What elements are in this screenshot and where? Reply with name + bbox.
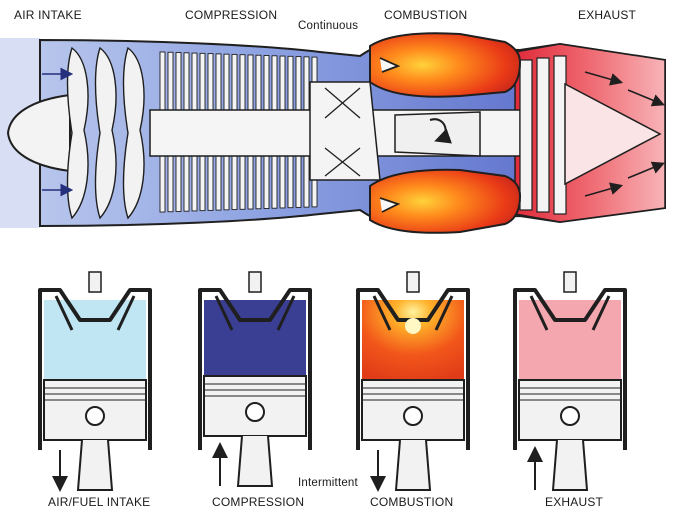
piston-label-compression: COMPRESSION [212,495,305,509]
intake-arrows [42,67,74,197]
exhaust-arrows [584,71,665,197]
cylinder-wall [356,330,470,450]
piston-cylinder-combustion [356,271,470,492]
fan-blades [66,46,145,220]
jet-label-combustion: COMBUSTION [384,8,468,22]
piston-label-combustion: COMBUSTION [370,495,454,509]
combustion-chamber-top [369,32,522,98]
jet-label-continuous: Continuous [298,20,359,32]
cylinder-wall [513,330,627,450]
wrist-pin [403,406,423,426]
connecting-rod [394,439,432,491]
piston-cylinder-exhaust [513,271,627,491]
spark-plug-icon [248,271,262,293]
cylinder-head [513,288,627,330]
piston-cylinder-intake [38,271,152,492]
cylinder-gas [362,300,464,380]
cylinder-valve [214,295,296,331]
cylinder-wall [198,330,312,450]
jet-label-compression: COMPRESSION [185,8,278,22]
cylinder-valve [54,295,136,331]
wrist-pin [245,402,265,422]
jet-label-exhaust: EXHAUST [578,8,637,22]
spark-plug-icon [406,271,420,293]
rotation-arrow-icon [429,118,452,144]
connecting-rod [76,439,114,491]
jet-label-air-intake: AIR INTAKE [14,8,82,22]
turbine-hub [309,81,381,181]
connecting-rod [236,435,274,487]
wrist-pin [560,406,580,426]
piston-label-exhaust: EXHAUST [545,495,604,509]
turbine-blades [519,55,567,215]
cylinder-gas [519,300,621,380]
cylinder-valve [372,295,454,331]
jet-engine [0,32,666,234]
wrist-pin [85,406,105,426]
connecting-rod [551,439,589,491]
cylinder-head [38,288,152,330]
spark-plug-icon [563,271,577,293]
cylinder-gas [204,300,306,376]
cylinder-gas [44,300,146,380]
piston-stroke-row [38,271,627,492]
piston-cylinder-compression [198,271,312,487]
cylinder-head [198,288,312,330]
piston-label-intermittent: Intermittent [298,477,358,489]
spark-plug-icon [88,271,102,293]
turbine-strut [324,87,361,177]
spark-burst-icon [405,318,421,334]
cylinder-wall [38,330,152,450]
cylinder-valve [529,295,611,331]
combustion-chamber-bottom [369,168,522,234]
piston-label-air-fuel-intake: AIR/FUEL INTAKE [48,495,151,509]
exhaust-cone [564,82,662,186]
nose-cone [6,93,71,173]
